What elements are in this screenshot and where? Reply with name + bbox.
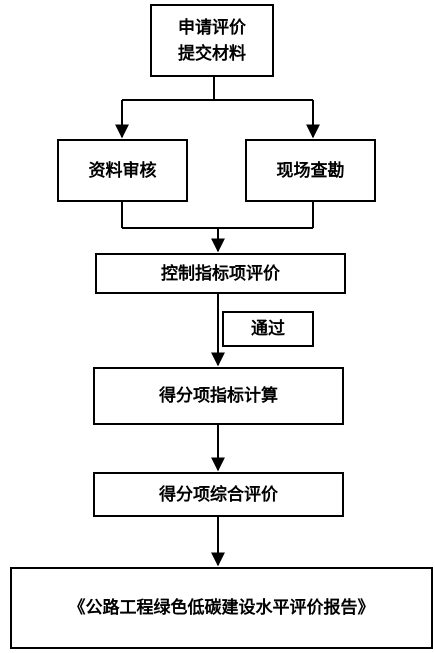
control-indicator-evaluation-label: 控制指标项评价 — [161, 263, 280, 284]
evaluation-report-label: 《公路工程绿色低碳建设水平评价报告》 — [68, 598, 375, 618]
site-survey-label: 现场查勘 — [276, 160, 345, 181]
apply-submit-materials-box: 申请评价 提交材料 — [150, 4, 274, 77]
pass-label-box: 通过 — [222, 311, 314, 347]
score-indicator-calculation-label: 得分项指标计算 — [159, 386, 278, 406]
pass-label: 通过 — [251, 319, 285, 339]
score-comprehensive-evaluation-label: 得分项综合评价 — [159, 484, 278, 505]
score-indicator-calculation-box: 得分项指标计算 — [93, 367, 344, 425]
apply-line-2: 提交材料 — [178, 43, 246, 64]
document-review-box: 资料审核 — [57, 139, 188, 202]
site-survey-box: 现场查勘 — [245, 139, 376, 202]
score-comprehensive-evaluation-box: 得分项综合评价 — [93, 472, 344, 517]
control-indicator-evaluation-box: 控制指标项评价 — [95, 253, 346, 294]
apply-line-1: 申请评价 — [178, 17, 246, 38]
document-review-label: 资料审核 — [88, 160, 157, 181]
evaluation-report-box: 《公路工程绿色低碳建设水平评价报告》 — [10, 567, 433, 649]
